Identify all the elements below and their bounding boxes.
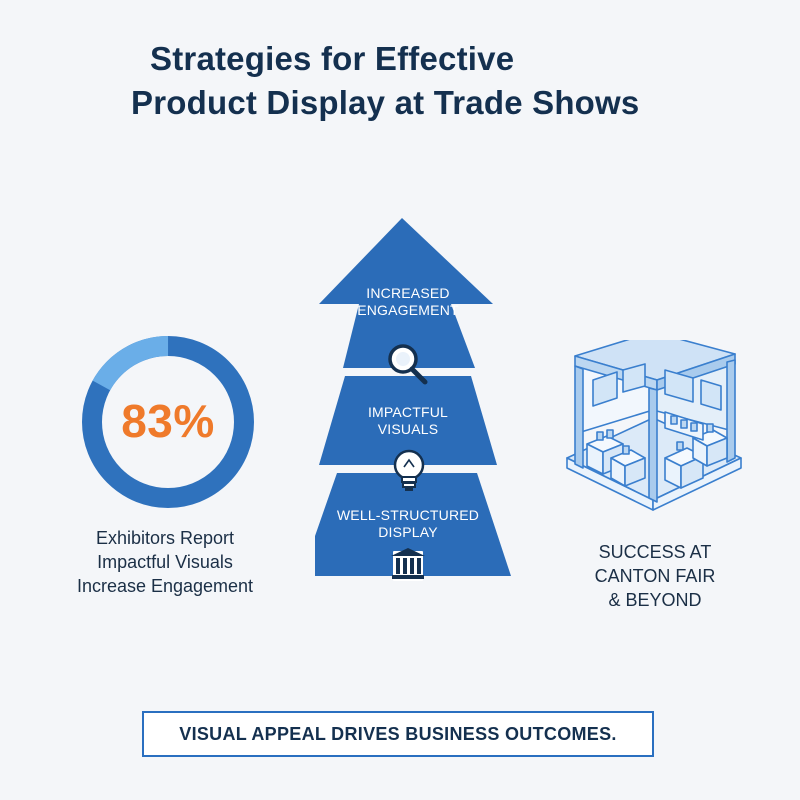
tier-label-line: VISUALS: [377, 421, 439, 437]
stat-caption-line: Exhibitors Report: [95, 528, 235, 548]
success-caption-line: CANTON FAIR: [594, 566, 716, 586]
tier-label-increased-engagement: INCREASED ENGAGEMENT: [308, 285, 508, 319]
magnifier-icon: [388, 344, 428, 385]
pyramid-tier-arrow: [319, 218, 493, 304]
conclusion-banner: VISUAL APPEAL DRIVES BUSINESS OUTCOMES.: [142, 711, 654, 757]
tier-label-line: DISPLAY: [378, 524, 438, 540]
banner-text: VISUAL APPEAL DRIVES BUSINESS OUTCOMES.: [179, 723, 617, 744]
success-caption-line: & BEYOND: [608, 590, 702, 610]
trade-booth-icon: [566, 340, 742, 511]
tier-label-line: WELL-STRUCTURED: [336, 507, 480, 523]
pyramid-tier-3: [315, 473, 511, 576]
donut-ring: [82, 336, 254, 508]
success-caption-line: SUCCESS AT: [598, 542, 712, 562]
stat-caption-line: Increase Engagement: [76, 576, 254, 596]
pyramid-tier-1: [343, 304, 475, 368]
tier-label-impactful-visuals: IMPACTFUL VISUALS: [308, 404, 508, 438]
tier-label-well-structured-display: WELL-STRUCTURED DISPLAY: [308, 507, 508, 541]
pyramid-tier-2: [319, 376, 497, 465]
strategy-pyramid: [315, 218, 511, 581]
donut-percent-label: 83%: [121, 395, 215, 447]
donut-remainder-arc: [82, 336, 254, 508]
tier-label-line: IMPACTFUL: [367, 404, 449, 420]
stat-caption: Exhibitors Report Impactful Visuals Incr…: [40, 526, 290, 598]
tier-label-line: INCREASED: [366, 285, 450, 301]
lightbulb-icon: [393, 449, 425, 491]
stat-caption-line: Impactful Visuals: [97, 552, 233, 572]
tier-label-line: ENGAGEMENT: [357, 302, 459, 318]
success-caption: SUCCESS AT CANTON FAIR & BEYOND: [560, 540, 750, 612]
page-title-line-1: Strategies for Effective: [150, 40, 515, 77]
page-title-line-2: Product Display at Trade Shows: [131, 84, 640, 121]
engagement-donut: 83%: [78, 332, 258, 512]
pillars-icon: [391, 548, 425, 581]
